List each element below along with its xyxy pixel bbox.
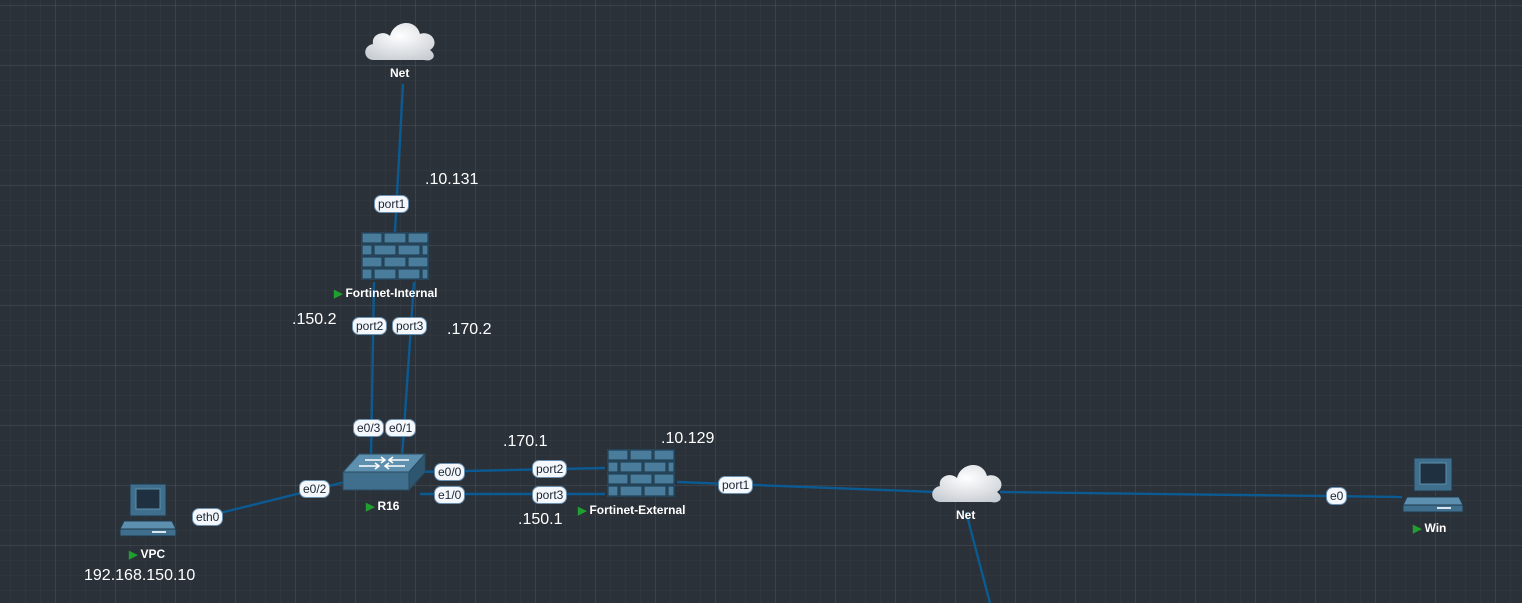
port-badge-win-e0[interactable]: e0 xyxy=(1326,487,1348,505)
ip-annotation-fi-port3: .170.2 xyxy=(447,321,492,338)
port-badge-fi-port1[interactable]: port1 xyxy=(374,195,410,213)
port-badge-fe-port3[interactable]: port3 xyxy=(532,486,568,504)
switch-icon[interactable] xyxy=(341,452,427,494)
pc-icon[interactable] xyxy=(118,483,178,539)
port-badge-r16-e02[interactable]: e0/2 xyxy=(299,480,331,498)
node-label-fortinet-internal: ▶Fortinet-Internal xyxy=(334,286,437,300)
port-badge-vpc-eth0[interactable]: eth0 xyxy=(192,508,224,526)
node-label-net-mid: Net xyxy=(956,508,976,522)
node-label-text: Fortinet-Internal xyxy=(345,286,438,300)
link-net-down[interactable] xyxy=(964,511,992,603)
port-badge-fe-port2[interactable]: port2 xyxy=(532,460,568,478)
running-icon: ▶ xyxy=(1413,523,1422,535)
ip-annotation-fe-port2-peer: .170.1 xyxy=(503,433,548,450)
port-badge-fi-port2[interactable]: port2 xyxy=(352,317,388,335)
node-label-r16: ▶R16 xyxy=(366,499,399,513)
node-label-fortinet-external: ▶Fortinet-External xyxy=(578,503,685,517)
firewall-icon[interactable] xyxy=(358,229,432,283)
firewall-icon[interactable] xyxy=(604,446,678,500)
port-badge-r16-e00[interactable]: e0/0 xyxy=(434,463,466,481)
node-label-win: ▶Win xyxy=(1413,521,1446,535)
node-label-net-top: Net xyxy=(390,66,410,80)
port-badge-r16-e01[interactable]: e0/1 xyxy=(385,419,417,437)
ip-annotation-fe-port3-peer: .150.1 xyxy=(518,511,563,528)
port-badge-r16-e03[interactable]: e0/3 xyxy=(353,419,385,437)
ip-annotation-vpc: 192.168.150.10 xyxy=(84,567,196,584)
node-label-text: VPC xyxy=(140,547,166,561)
node-label-text: R16 xyxy=(377,499,400,513)
running-icon: ▶ xyxy=(578,505,587,517)
port-badge-r16-e10[interactable]: e1/0 xyxy=(434,486,466,504)
ip-annotation-fi-port1: .10.131 xyxy=(425,171,479,188)
link-fortinet-external-net[interactable] xyxy=(676,480,936,494)
cloud-icon[interactable] xyxy=(929,456,1007,508)
running-icon: ▶ xyxy=(334,288,343,300)
running-icon: ▶ xyxy=(366,501,375,513)
node-label-text: Fortinet-External xyxy=(589,503,686,517)
running-icon: ▶ xyxy=(129,549,138,561)
ip-annotation-fe-port1: .10.129 xyxy=(661,430,715,447)
cloud-icon[interactable] xyxy=(362,14,440,66)
ip-annotation-fi-port2: .150.2 xyxy=(292,311,337,328)
node-label-text: Win xyxy=(1424,521,1447,535)
port-badge-fi-port3[interactable]: port3 xyxy=(392,317,428,335)
pc-icon[interactable] xyxy=(1401,457,1465,515)
node-label-vpc: ▶VPC xyxy=(129,547,165,561)
port-badge-fe-port1[interactable]: port1 xyxy=(718,476,754,494)
